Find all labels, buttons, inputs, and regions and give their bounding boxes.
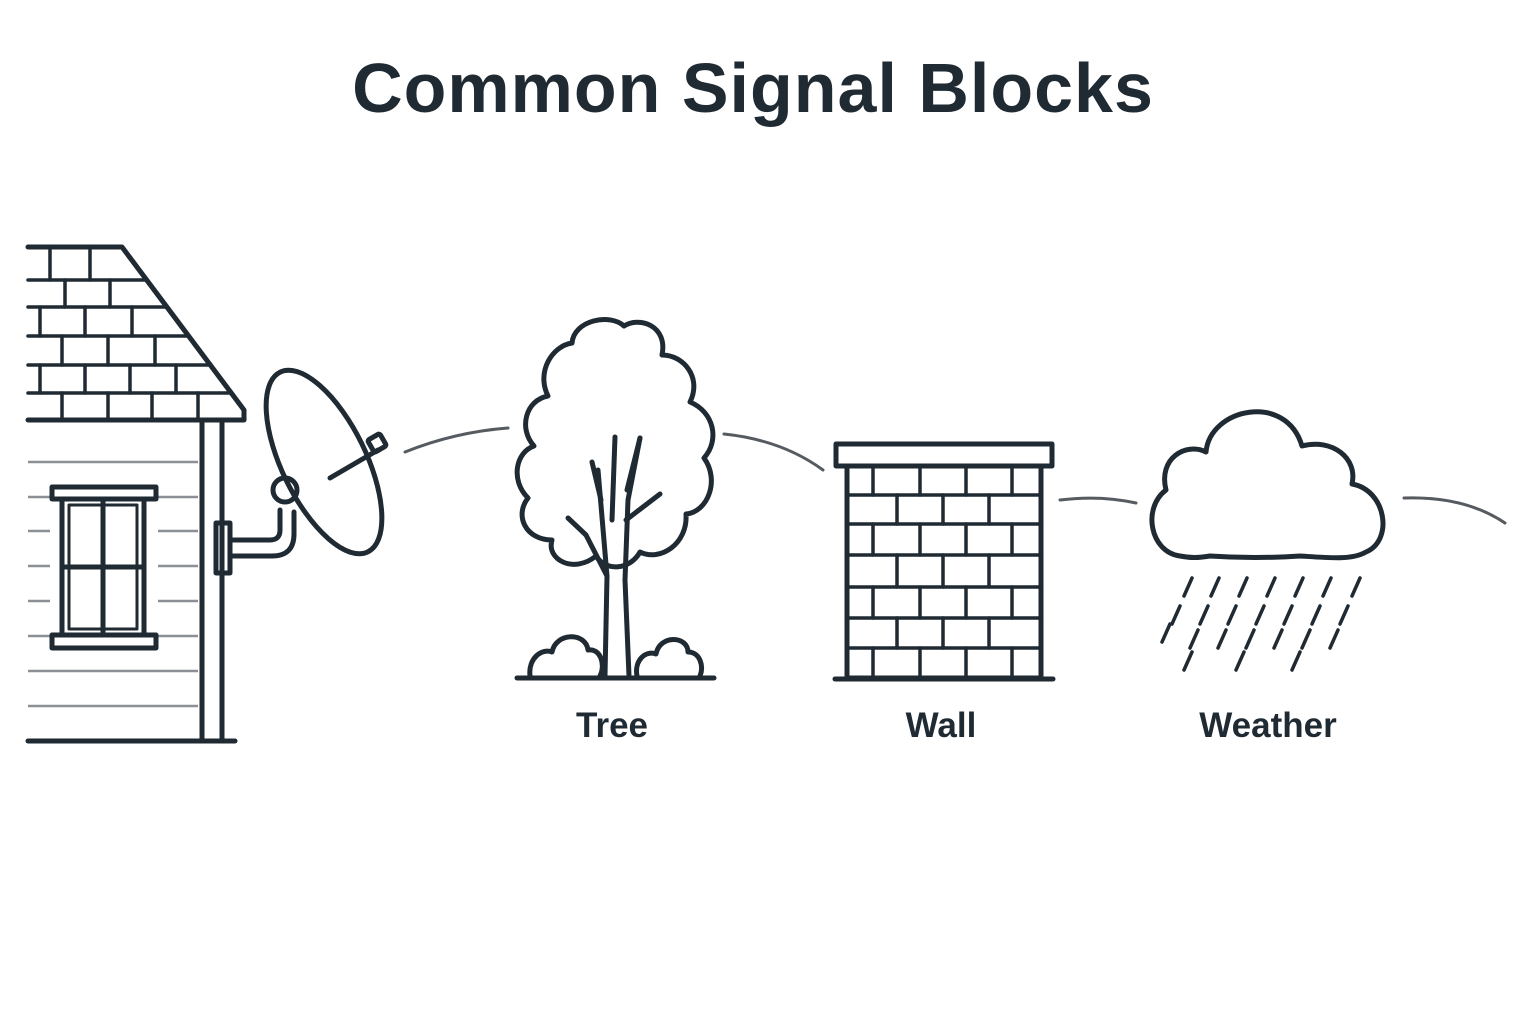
rain-cloud-icon: [1149, 409, 1386, 672]
signal-path: [403, 426, 1507, 525]
wall-label: Wall: [906, 706, 977, 745]
house-siding: [28, 460, 198, 708]
house-icon: [25, 244, 247, 744]
tree-label: Tree: [576, 706, 648, 745]
brick-wall-icon: [832, 441, 1056, 682]
window-icon: [49, 484, 159, 651]
satellite-dish-icon: [213, 367, 389, 576]
diagram-title: Common Signal Blocks: [352, 49, 1154, 127]
weather-label: Weather: [1199, 706, 1337, 745]
tree-icon: [514, 317, 717, 681]
